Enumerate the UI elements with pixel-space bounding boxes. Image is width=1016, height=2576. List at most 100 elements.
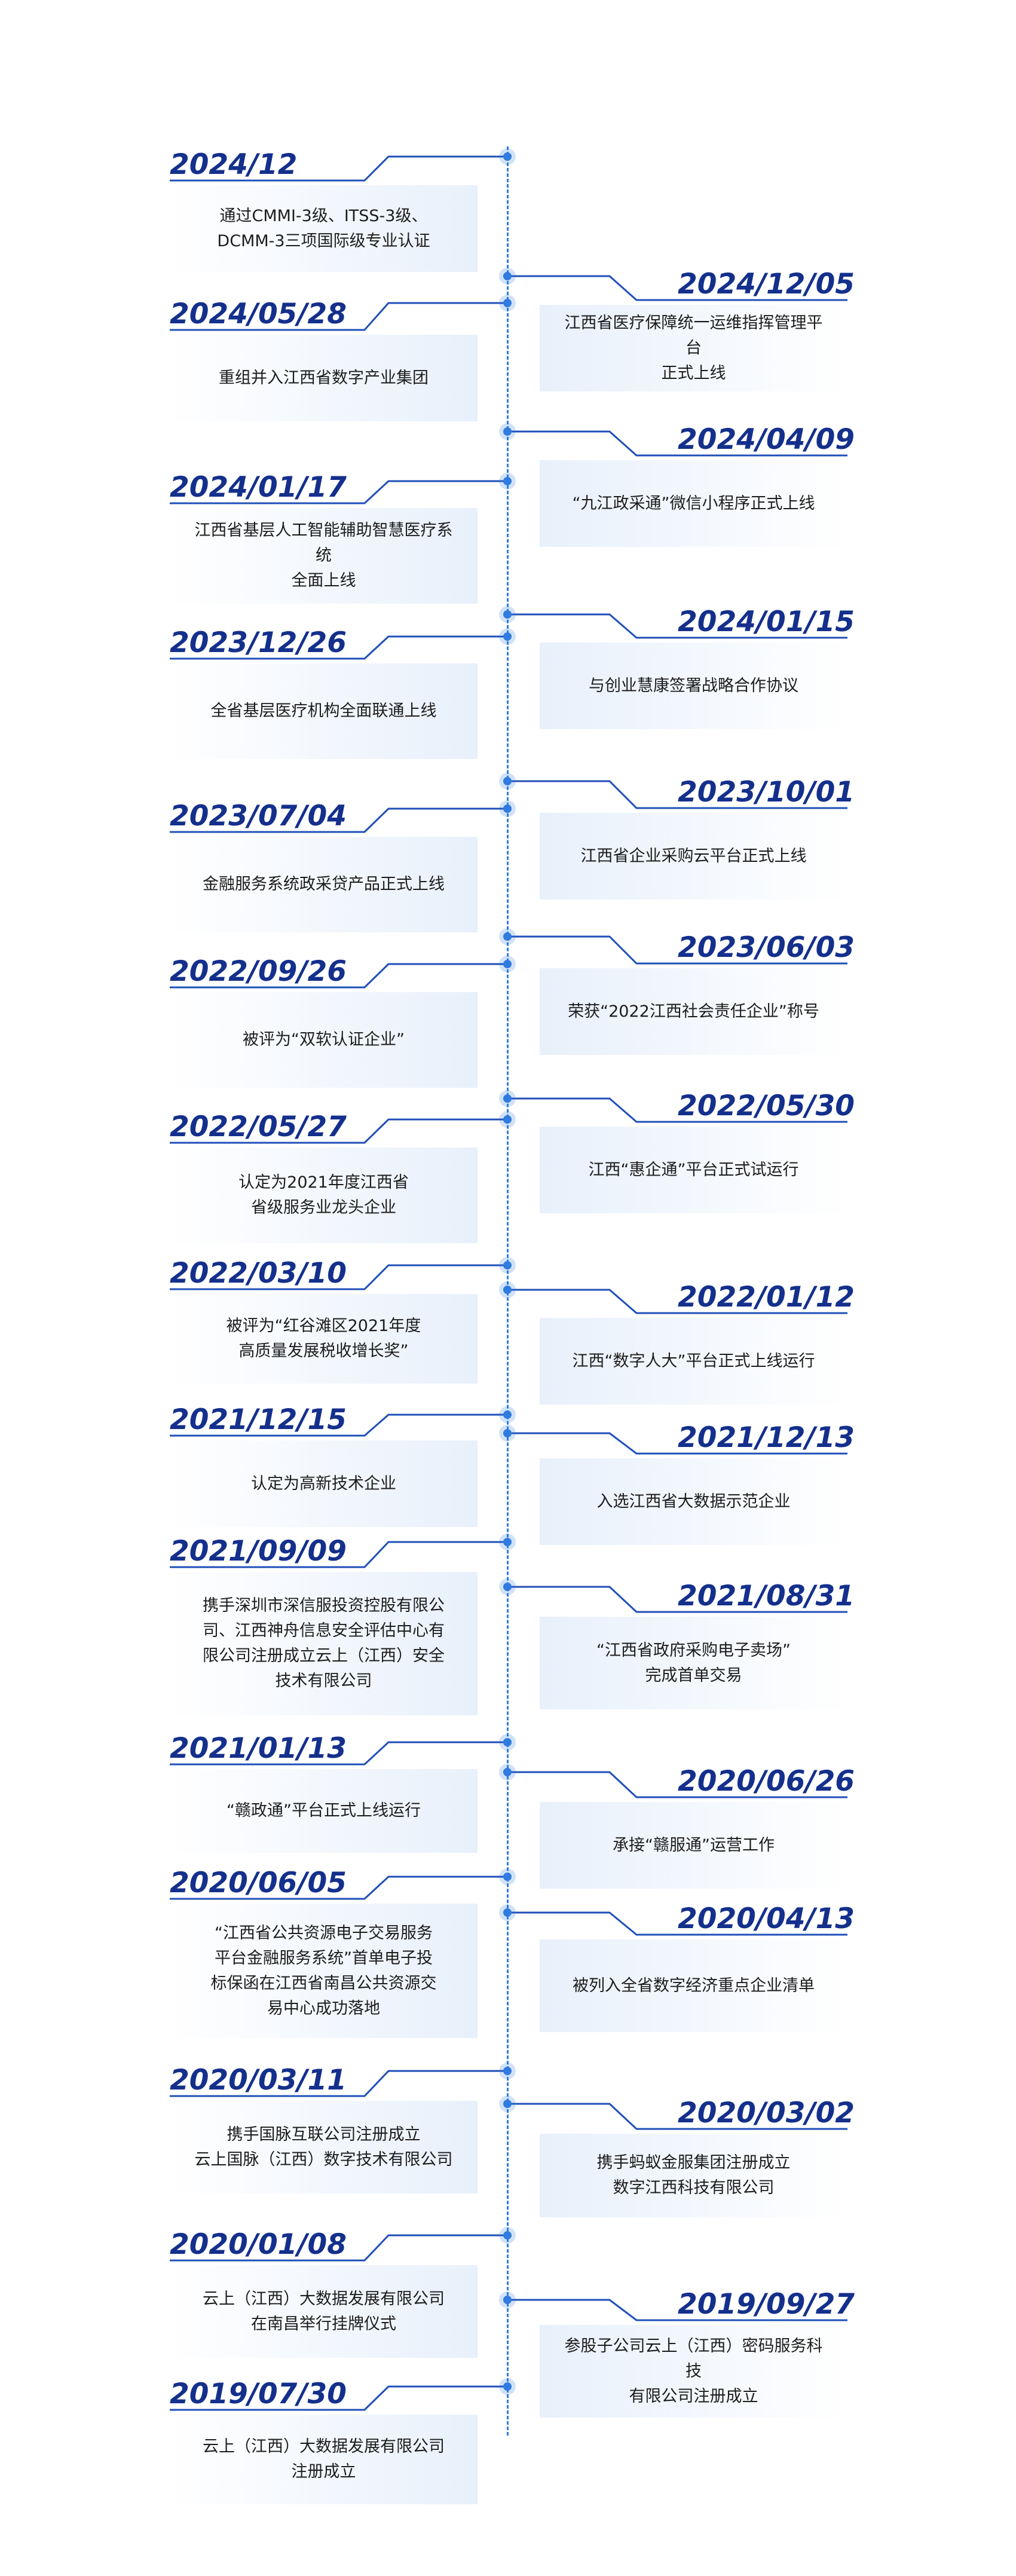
event-date: 2024/01/15	[678, 605, 855, 638]
event-description: “江西省政府采购电子卖场”完成首单交易	[596, 1638, 791, 1688]
event-connector	[170, 155, 507, 182]
event-description: 云上（江西）大数据发展有限公司在南昌举行挂牌仪式	[203, 2287, 445, 2337]
event-description-line: “赣政通”平台正式上线运行	[227, 1801, 421, 1820]
timeline-node	[503, 1873, 512, 1881]
event-connector	[170, 1541, 507, 1568]
event-connector	[170, 635, 507, 660]
event-connector	[507, 780, 847, 809]
event-description: “九江政采通”微信小程序正式上线	[573, 491, 815, 516]
event-description-line: 承接“赣服通”运营工作	[613, 1835, 775, 1855]
event-description-line: 被评为“红谷滩区2021年度	[226, 1317, 421, 1335]
event-description-line: 注册成立	[291, 2462, 356, 2481]
timeline-node	[503, 477, 512, 485]
event-card: 金融服务系统政采贷产品正式上线	[170, 837, 478, 932]
timeline-node	[503, 960, 512, 968]
event-card: 被评为“双软认证企业”	[170, 992, 478, 1088]
event-card: 与创业慧康签署战略合作协议	[540, 643, 847, 729]
event-description-line: 易中心成功落地	[267, 1999, 380, 2018]
event-description-line: 被评为“双软认证企业”	[243, 1030, 405, 1049]
event-card: 入选江西省大数据示范企业	[540, 1458, 847, 1545]
event-description: 携手蚂蚁金服集团注册成立数字江西科技有限公司	[597, 2150, 791, 2201]
event-card: 重组并入江西省数字产业集团	[170, 335, 478, 421]
event-connector	[170, 1741, 507, 1766]
event-date: 2023/06/03	[678, 931, 855, 964]
event-date: 2021/08/31	[678, 1580, 855, 1613]
event-description: 云上（江西）大数据发展有限公司注册成立	[203, 2434, 445, 2485]
event-description-line: 有限公司注册成立	[629, 2387, 758, 2406]
timeline-node	[503, 610, 512, 619]
timeline-node	[503, 804, 512, 813]
event-date: 2021/09/09	[170, 1535, 347, 1568]
event-date: 2022/09/26	[170, 955, 347, 988]
event-connector	[507, 2299, 847, 2321]
timeline-node	[503, 2067, 512, 2075]
event-connector	[170, 480, 507, 504]
event-description-line: “江西省公共资源电子交易服务	[215, 1923, 433, 1942]
event-description-line: 数字江西科技有限公司	[613, 2179, 775, 2197]
event-card: 荣获“2022江西社会责任企业”称号	[540, 968, 847, 1055]
event-description-line: 江西省基层人工智能辅助智慧医疗系统	[194, 521, 453, 565]
event-connector	[507, 2103, 847, 2130]
timeline-node	[503, 299, 512, 307]
timeline-node	[503, 2231, 512, 2240]
event-date: 2024/12	[170, 148, 298, 181]
timeline-node	[503, 1738, 512, 1746]
event-date: 2019/09/27	[678, 2288, 855, 2321]
timeline-node	[503, 2296, 512, 2304]
event-description-line: 金融服务系统政采贷产品正式上线	[203, 875, 445, 894]
event-date: 2024/05/28	[170, 298, 347, 331]
event-description: 金融服务系统政采贷产品正式上线	[203, 872, 445, 897]
event-connector	[170, 1264, 507, 1290]
event-description-line: 全省基层医疗机构全面联通上线	[210, 702, 437, 720]
event-description-line: 技术有限公司	[275, 1672, 372, 1690]
timeline-node	[503, 1583, 512, 1591]
event-connector	[170, 1414, 507, 1437]
event-description-line: 重组并入江西省数字产业集团	[219, 368, 429, 387]
event-description-line: 在南昌举行挂牌仪式	[251, 2314, 396, 2333]
event-date: 2020/03/02	[678, 2097, 855, 2130]
event-connector	[507, 1911, 847, 1936]
event-card: “赣政通”平台正式上线运行	[170, 1769, 478, 1853]
timeline-node	[503, 1768, 512, 1776]
event-date: 2024/01/17	[170, 471, 347, 504]
timeline-node	[503, 1286, 512, 1294]
event-description-line: 高质量发展税收增长奖”	[238, 1342, 409, 1360]
event-card: 认定为高新技术企业	[170, 1440, 478, 1527]
event-description: 被评为“双软认证企业”	[243, 1027, 405, 1053]
event-description: 认定为2021年度江西省省级服务业龙头企业	[238, 1170, 409, 1220]
event-date: 2023/07/04	[170, 800, 347, 833]
event-description-line: 标保函在江西省南昌公共资源交	[210, 1974, 437, 1993]
event-description: “江西省公共资源电子交易服务平台金融服务系统”首单电子投标保函在江西省南昌公共资…	[211, 1921, 437, 2021]
event-card: 通过CMMI-3级、ITSS-3级、DCMM-3三项国际级专业认证	[170, 185, 478, 272]
event-description-line: 荣获“2022江西社会责任企业”称号	[568, 1002, 819, 1021]
event-description-line: 云上（江西）大数据发展有限公司	[203, 2437, 445, 2456]
event-description: 被列入全省数字经济重点企业清单	[573, 1974, 815, 1999]
event-card: 携手深圳市深信服投资控股有限公司、江西神舟信息安全评估中心有限公司注册成立云上（…	[170, 1572, 478, 1715]
event-description-line: “江西省政府采购电子卖场”	[596, 1641, 791, 1660]
event-description: 荣获“2022江西社会责任企业”称号	[568, 999, 819, 1024]
event-description: 认定为高新技术企业	[251, 1471, 396, 1497]
event-connector	[170, 2234, 507, 2262]
event-description: 江西“数字人大”平台正式上线运行	[573, 1349, 815, 1374]
event-description: 参股子公司云上（江西）密码服务科技有限公司注册成立	[560, 2334, 827, 2409]
event-description-line: 参股子公司云上（江西）密码服务科技	[564, 2336, 823, 2381]
event-date: 2023/10/01	[678, 776, 855, 809]
event-card: 云上（江西）大数据发展有限公司注册成立	[170, 2415, 478, 2504]
timeline-node	[503, 632, 512, 641]
event-card: 携手蚂蚁金服集团注册成立数字江西科技有限公司	[540, 2134, 847, 2217]
event-description: 重组并入江西省数字产业集团	[219, 366, 429, 391]
event-connector	[170, 807, 507, 833]
event-connector	[507, 1771, 847, 1798]
event-card: “九江政采通”微信小程序正式上线	[540, 460, 847, 547]
timeline-node	[503, 1908, 512, 1917]
event-card: 云上（江西）大数据发展有限公司在南昌举行挂牌仪式	[170, 2265, 478, 2358]
event-description: 江西省企业采购云平台正式上线	[581, 844, 807, 869]
event-card: 被列入全省数字经济重点企业清单	[540, 1939, 847, 2032]
event-card: 被评为“红谷滩区2021年度高质量发展税收增长奖”	[170, 1294, 478, 1384]
event-connector	[507, 1432, 847, 1455]
event-connector	[507, 275, 847, 301]
event-date: 2021/12/15	[170, 1403, 347, 1436]
event-description-line: 省级服务业龙头企业	[251, 1198, 396, 1217]
event-date: 2022/03/10	[170, 1257, 347, 1290]
event-date: 2020/06/05	[170, 1867, 347, 1899]
